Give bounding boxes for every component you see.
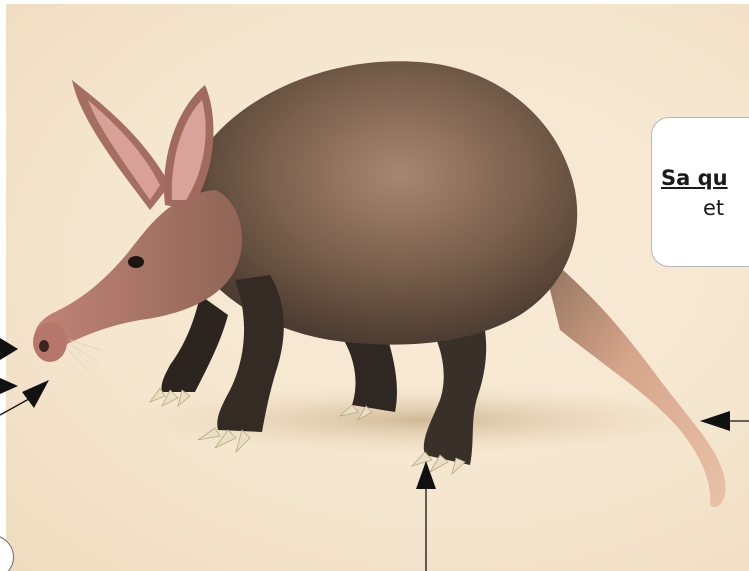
callout-line-1: Sa qu xyxy=(661,163,749,193)
arrow-head-snout xyxy=(22,380,49,408)
arrow-head-edge-lower xyxy=(0,378,18,394)
ground-shadow xyxy=(120,386,720,454)
aardvark-eye xyxy=(128,256,144,268)
arrow-head-foot xyxy=(416,461,436,489)
arrow-head-edge xyxy=(0,338,18,360)
aardvark-tail xyxy=(540,250,726,507)
callout-text: Sa qu et xyxy=(661,163,749,223)
aardvark-snout xyxy=(33,322,67,362)
aardvark-nostril xyxy=(39,340,49,352)
aardvark-whiskers xyxy=(68,340,100,372)
aardvark-ear-left-inner xyxy=(88,100,160,200)
callout-line-2: et xyxy=(661,193,749,223)
